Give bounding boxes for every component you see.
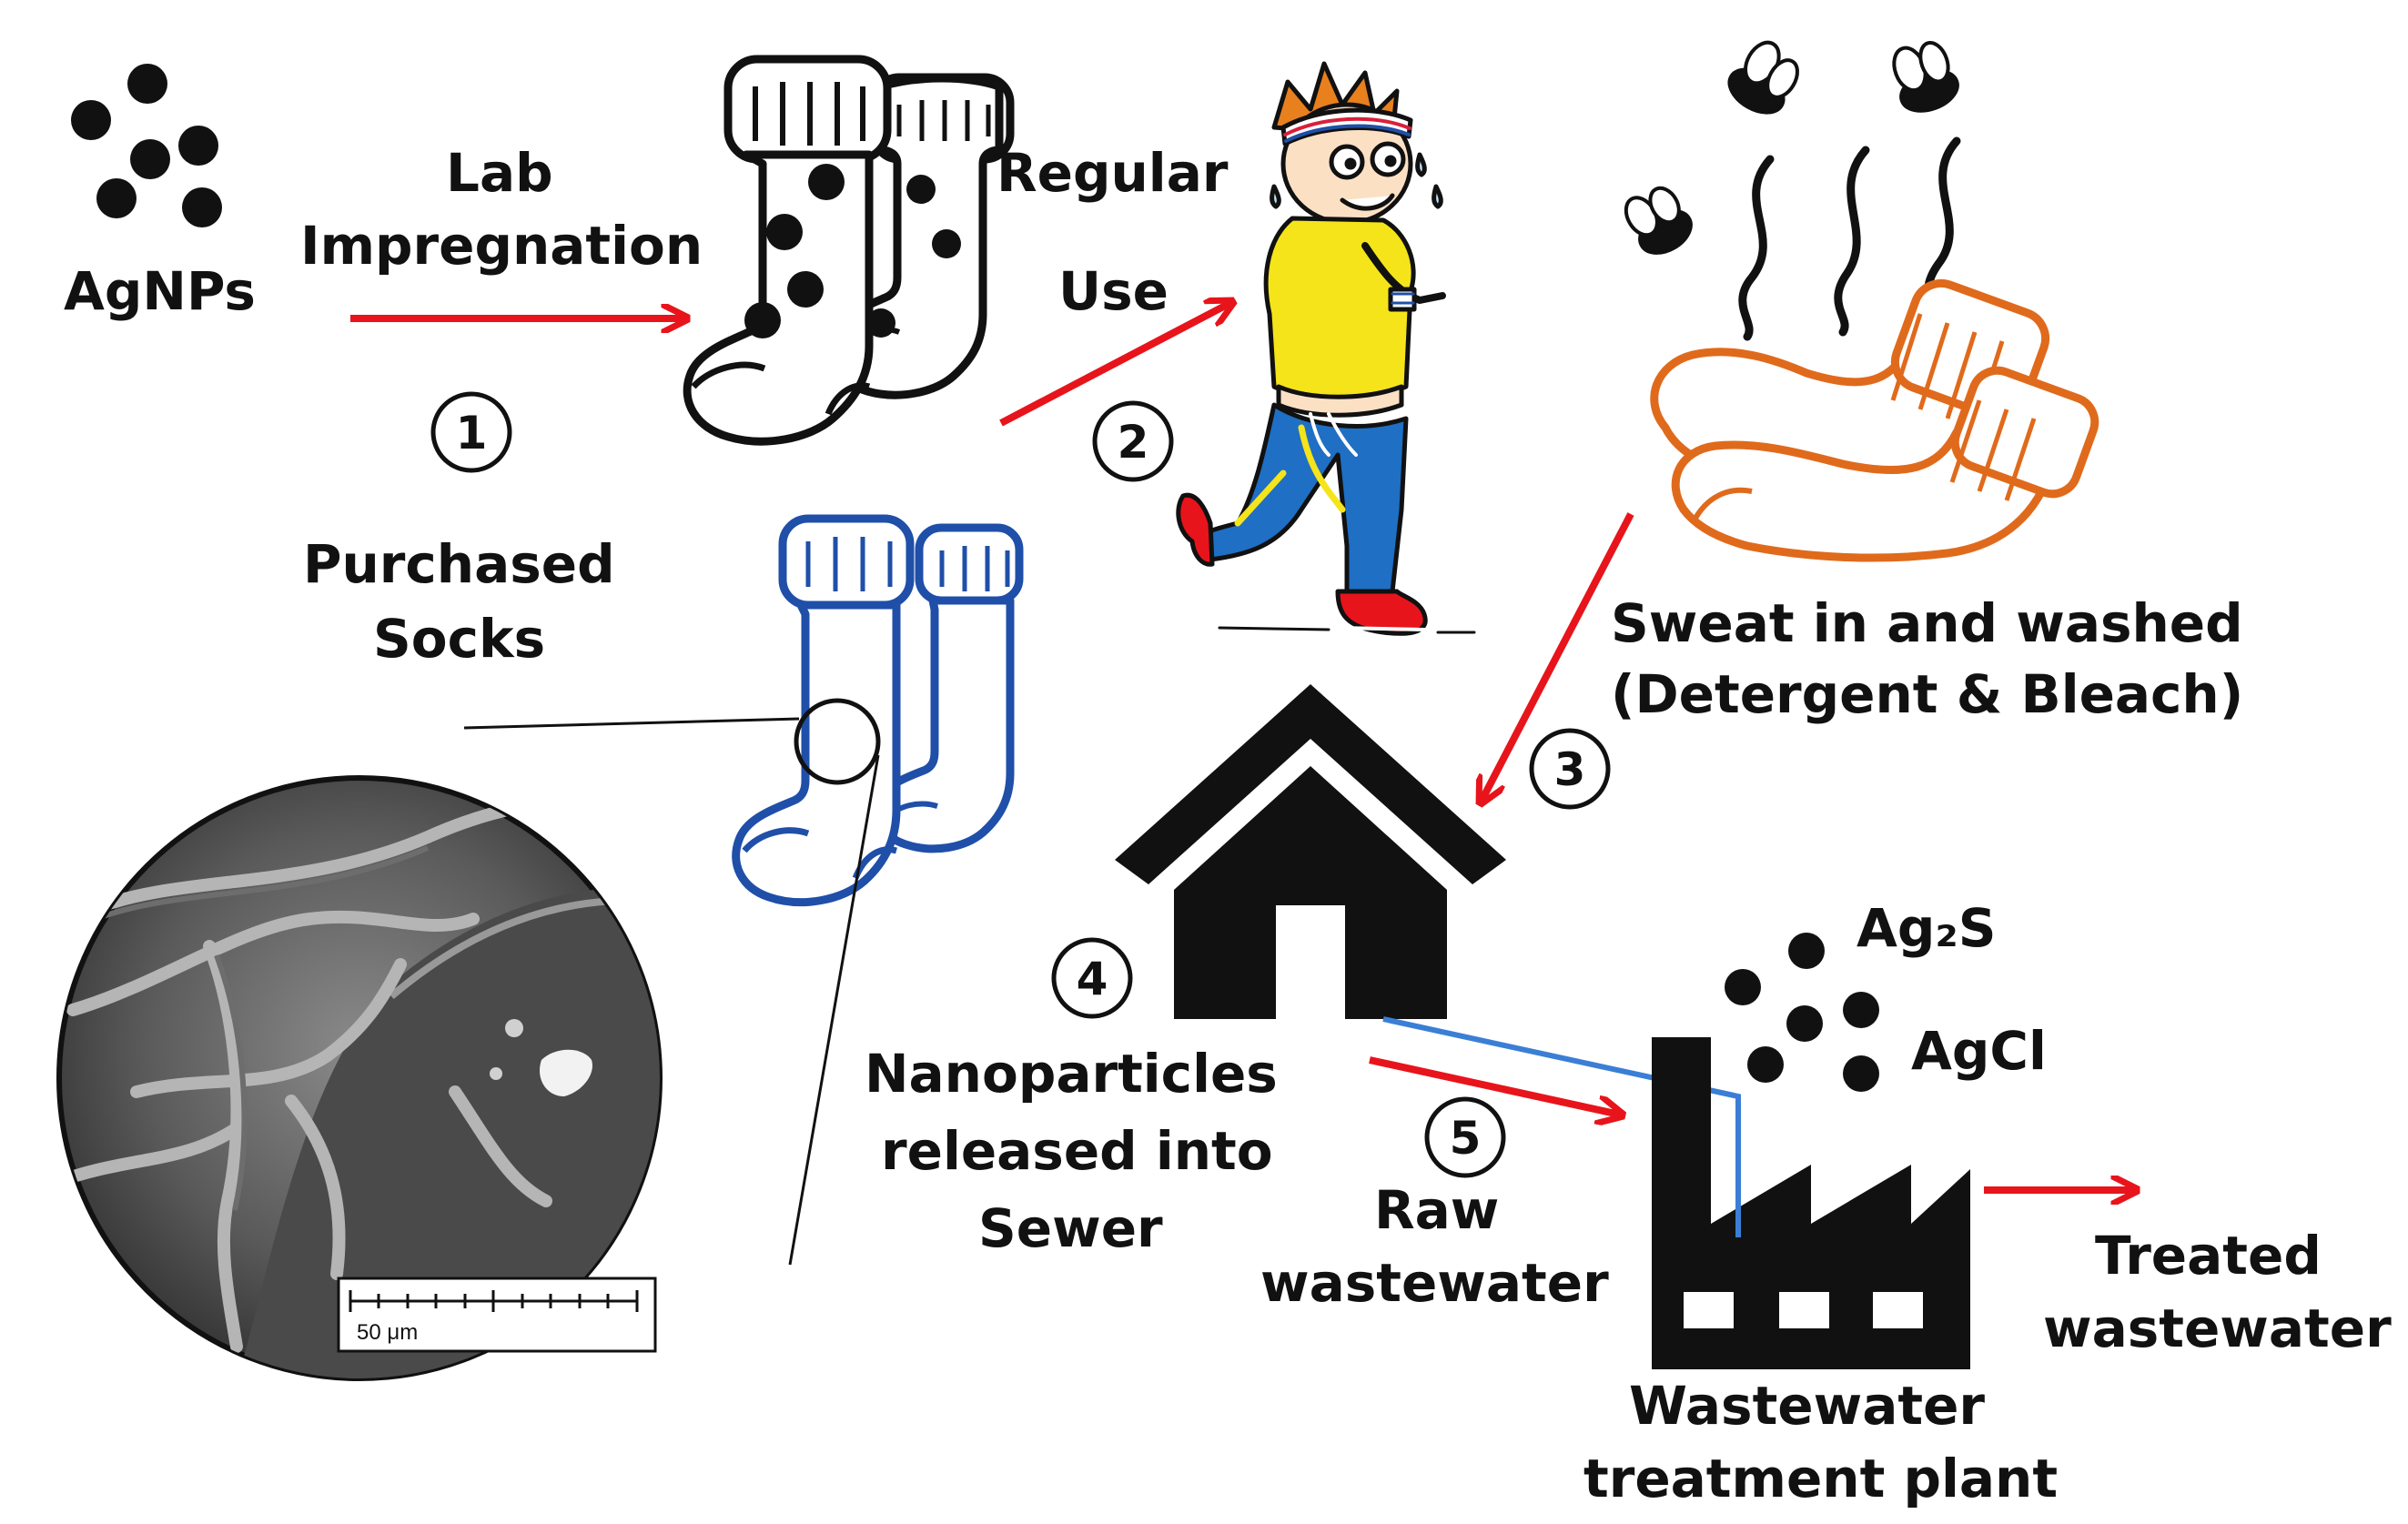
lab-label: Lab — [446, 142, 553, 204]
microscope-image: 50 μm — [56, 775, 663, 1381]
plant-label-line2: treatment plant — [1583, 1448, 2058, 1509]
fly-icon — [1624, 40, 1959, 255]
use-label: Use — [1058, 260, 1169, 322]
agnps-dots-icon — [71, 64, 222, 227]
svg-text:5: 5 — [1450, 1112, 1482, 1165]
svg-text:4: 4 — [1077, 953, 1108, 1005]
lab-sock-icon — [683, 55, 1015, 446]
sweat-label-line2: (Detergent & Bleach) — [1611, 663, 2243, 725]
nano-label-line2: released into — [881, 1120, 1273, 1182]
svg-text:3: 3 — [1554, 743, 1586, 796]
step-3-marker: 3 — [1529, 728, 1611, 810]
zoom-lines — [463, 698, 881, 1266]
scale-bar — [349, 1290, 639, 1312]
scale-bar-box — [337, 1277, 657, 1353]
arrow-raw-wastewater — [1369, 1056, 1620, 1115]
ag2s-label: Ag₂S — [1857, 897, 1997, 959]
impregnation-label: Impregnation — [300, 215, 703, 277]
svg-text:2: 2 — [1118, 416, 1149, 469]
nano-label-line1: Nanoparticles — [865, 1043, 1278, 1105]
socks-label: Socks — [373, 608, 545, 670]
step-2-marker: 2 — [1092, 400, 1174, 482]
step-4-marker: 4 — [1051, 937, 1133, 1019]
arrow-washed — [1482, 512, 1634, 801]
step-1-marker: 1 — [430, 391, 512, 473]
svg-text:1: 1 — [456, 407, 488, 459]
arrow-regular-use — [999, 303, 1230, 427]
regular-label: Regular — [997, 142, 1229, 204]
raw-label: Raw — [1374, 1179, 1499, 1241]
washed-sock-icon — [1650, 278, 2099, 562]
scale-bar-label: 50 μm — [357, 1320, 418, 1345]
product-dots-icon — [1725, 933, 1879, 1092]
house-icon — [1115, 684, 1506, 1019]
sweat-label-line1: Sweat in and washed — [1611, 592, 2243, 654]
treated-label: Treated — [2095, 1225, 2322, 1287]
purchased-sock-icon — [732, 514, 1024, 906]
factory-icon — [1652, 1037, 1970, 1369]
raw-wastewater-label: wastewater — [1260, 1252, 1609, 1314]
purchased-label: Purchased — [303, 533, 615, 595]
plant-label-line1: Wastewater — [1629, 1375, 1985, 1437]
treated-wastewater-label: wastewater — [2043, 1297, 2392, 1359]
nano-label-line3: Sewer — [978, 1197, 1163, 1259]
agcl-label: AgCl — [1911, 1020, 2047, 1082]
runner-icon — [1176, 61, 1476, 636]
agnps-label: AgNPs — [64, 260, 256, 322]
step-5-marker: 5 — [1424, 1096, 1506, 1178]
